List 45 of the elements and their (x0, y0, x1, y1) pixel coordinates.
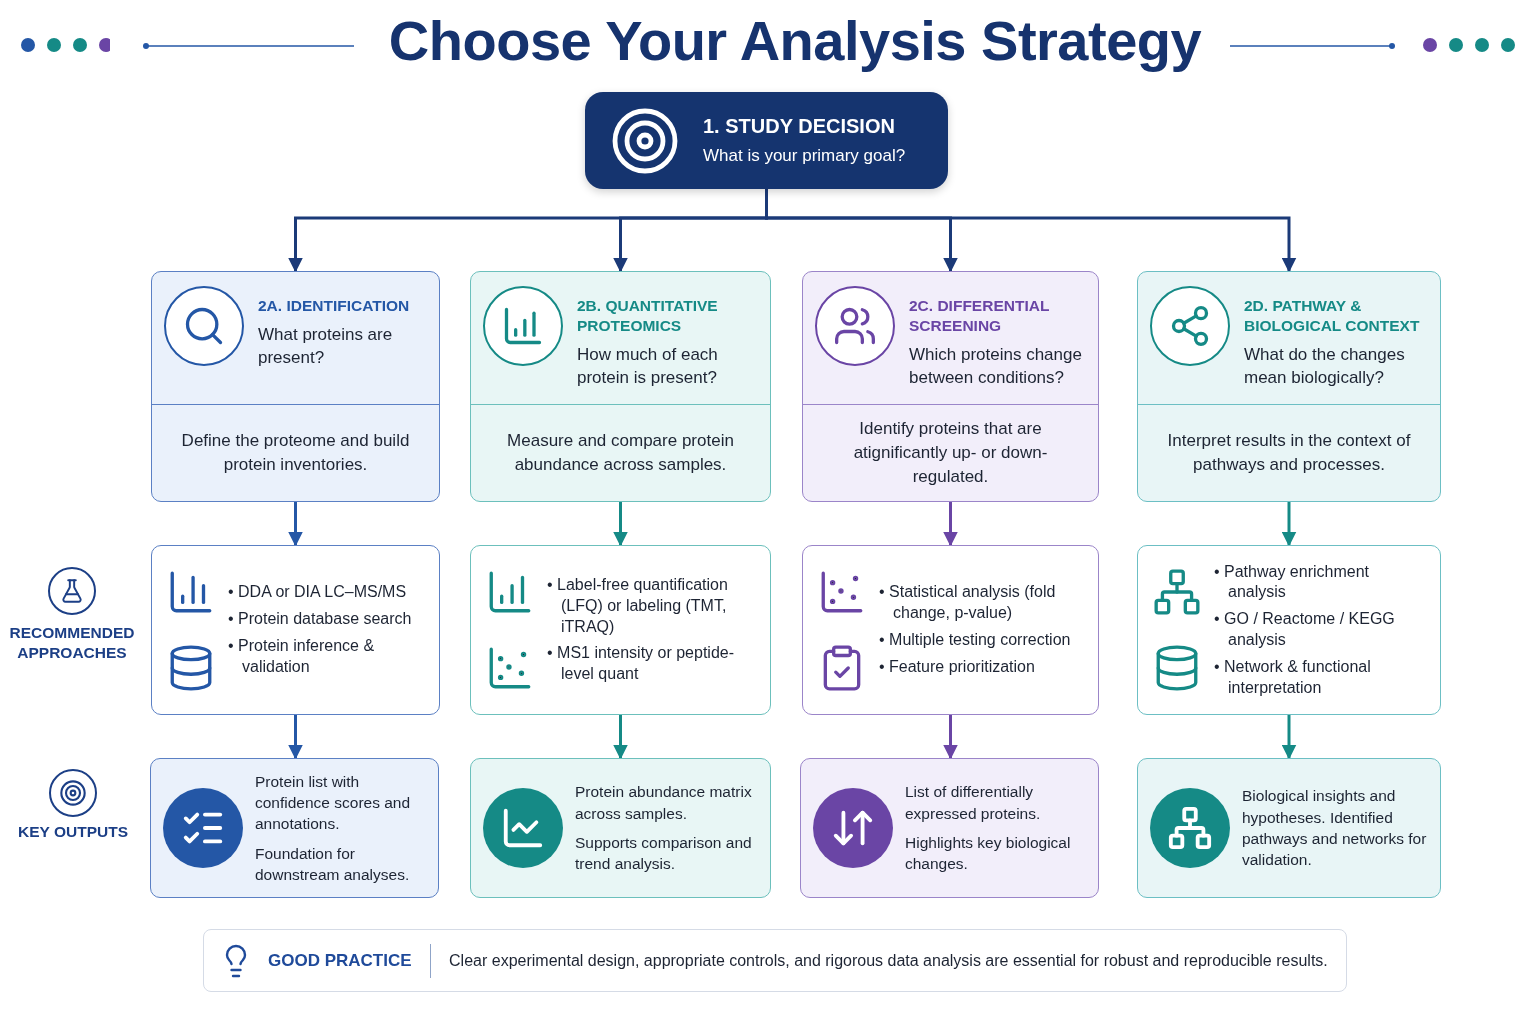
bullet-item: • Protein inference & validation (228, 636, 376, 677)
output-text: List of differentially expressed proteins. (905, 782, 1042, 824)
arrow (613, 502, 628, 547)
bullet-item: • DDA or DIA LC–MS/MS (228, 582, 408, 603)
bullet-item: • Multiple testing correction (879, 630, 1072, 650)
bullet-item: • Network & functional interpretation (1214, 656, 1372, 698)
card-question: Which proteins change between conditions? (909, 344, 1083, 390)
card-heading: 2A. IDENTIFICATION (258, 296, 411, 316)
arrow (943, 715, 958, 760)
bullet-item: • Statistical analysis (fold change, p-value) (879, 582, 1057, 624)
row-label: KEY OUTPUTS (17, 822, 129, 842)
row-label: RECOMMENDED APPROACHES (8, 623, 136, 664)
card-description: Measure and compare protein abundance across samples. (506, 430, 735, 476)
bullet-item: • MS1 intensity or peptide-level quant (547, 643, 736, 685)
note-heading: GOOD PRACTICE (268, 950, 412, 971)
card-heading: 2D. PATHWAY & BIOLOGICAL CONTEXT (1244, 296, 1421, 337)
arrow (1281, 502, 1297, 547)
card-heading: 2B. QUANTITATIVE PROTEOMICS (577, 296, 719, 337)
card-heading: 2C. DIFFERENTIAL SCREENING (909, 296, 1051, 337)
bullet-item: • Pathway enrichment analysis (1214, 561, 1370, 603)
card-question: How much of each protein is present? (577, 344, 719, 390)
card-description: Interpret results in the context of pathways and processes. (1166, 430, 1412, 476)
bullet-item: • Label-free quantification (LFQ) or labeling (TMT, iTRAQ) (547, 575, 729, 637)
output-text: Highlights key biological changes. (905, 833, 1072, 875)
box-question: What is your primary goal? (703, 146, 906, 166)
card-description: Define the proteome and build protein inventories. (180, 430, 411, 476)
card-description: Identify proteins that are atignificantly up- or down-regulated. (852, 418, 1049, 488)
bullet-item: • Protein database search (228, 609, 413, 630)
output-text: Biological insights and hypotheses. Identified pathways and networks for validation. (1242, 786, 1428, 871)
title: Choose Your Analysis Strategy (387, 8, 1203, 73)
arrow (1281, 715, 1297, 760)
box-heading: 1. STUDY DECISION (703, 115, 896, 138)
bullet-item: • GO / Reactome / KEGG analysis (1214, 609, 1396, 650)
arrow (613, 715, 628, 760)
bullet-item: • Feature prioritization (879, 656, 1036, 677)
note-text: Clear experimental design, appropriate controls, and rigorous data analysis are essential for robust and reproducible results. (449, 951, 1328, 970)
arrow (288, 502, 303, 547)
arrow (943, 502, 958, 547)
card-question: What do the changes mean biologically? (1244, 344, 1406, 390)
card-question: What proteins are present? (258, 324, 394, 370)
output-text: Protein list with confidence scores and annotations. (255, 771, 412, 835)
output-text: Supports comparison and trend analysis. (575, 833, 753, 875)
output-text: Protein abundance matrix across samples. (575, 782, 753, 824)
output-text: Foundation for downstream analyses. (255, 843, 411, 886)
arrow (288, 715, 303, 760)
